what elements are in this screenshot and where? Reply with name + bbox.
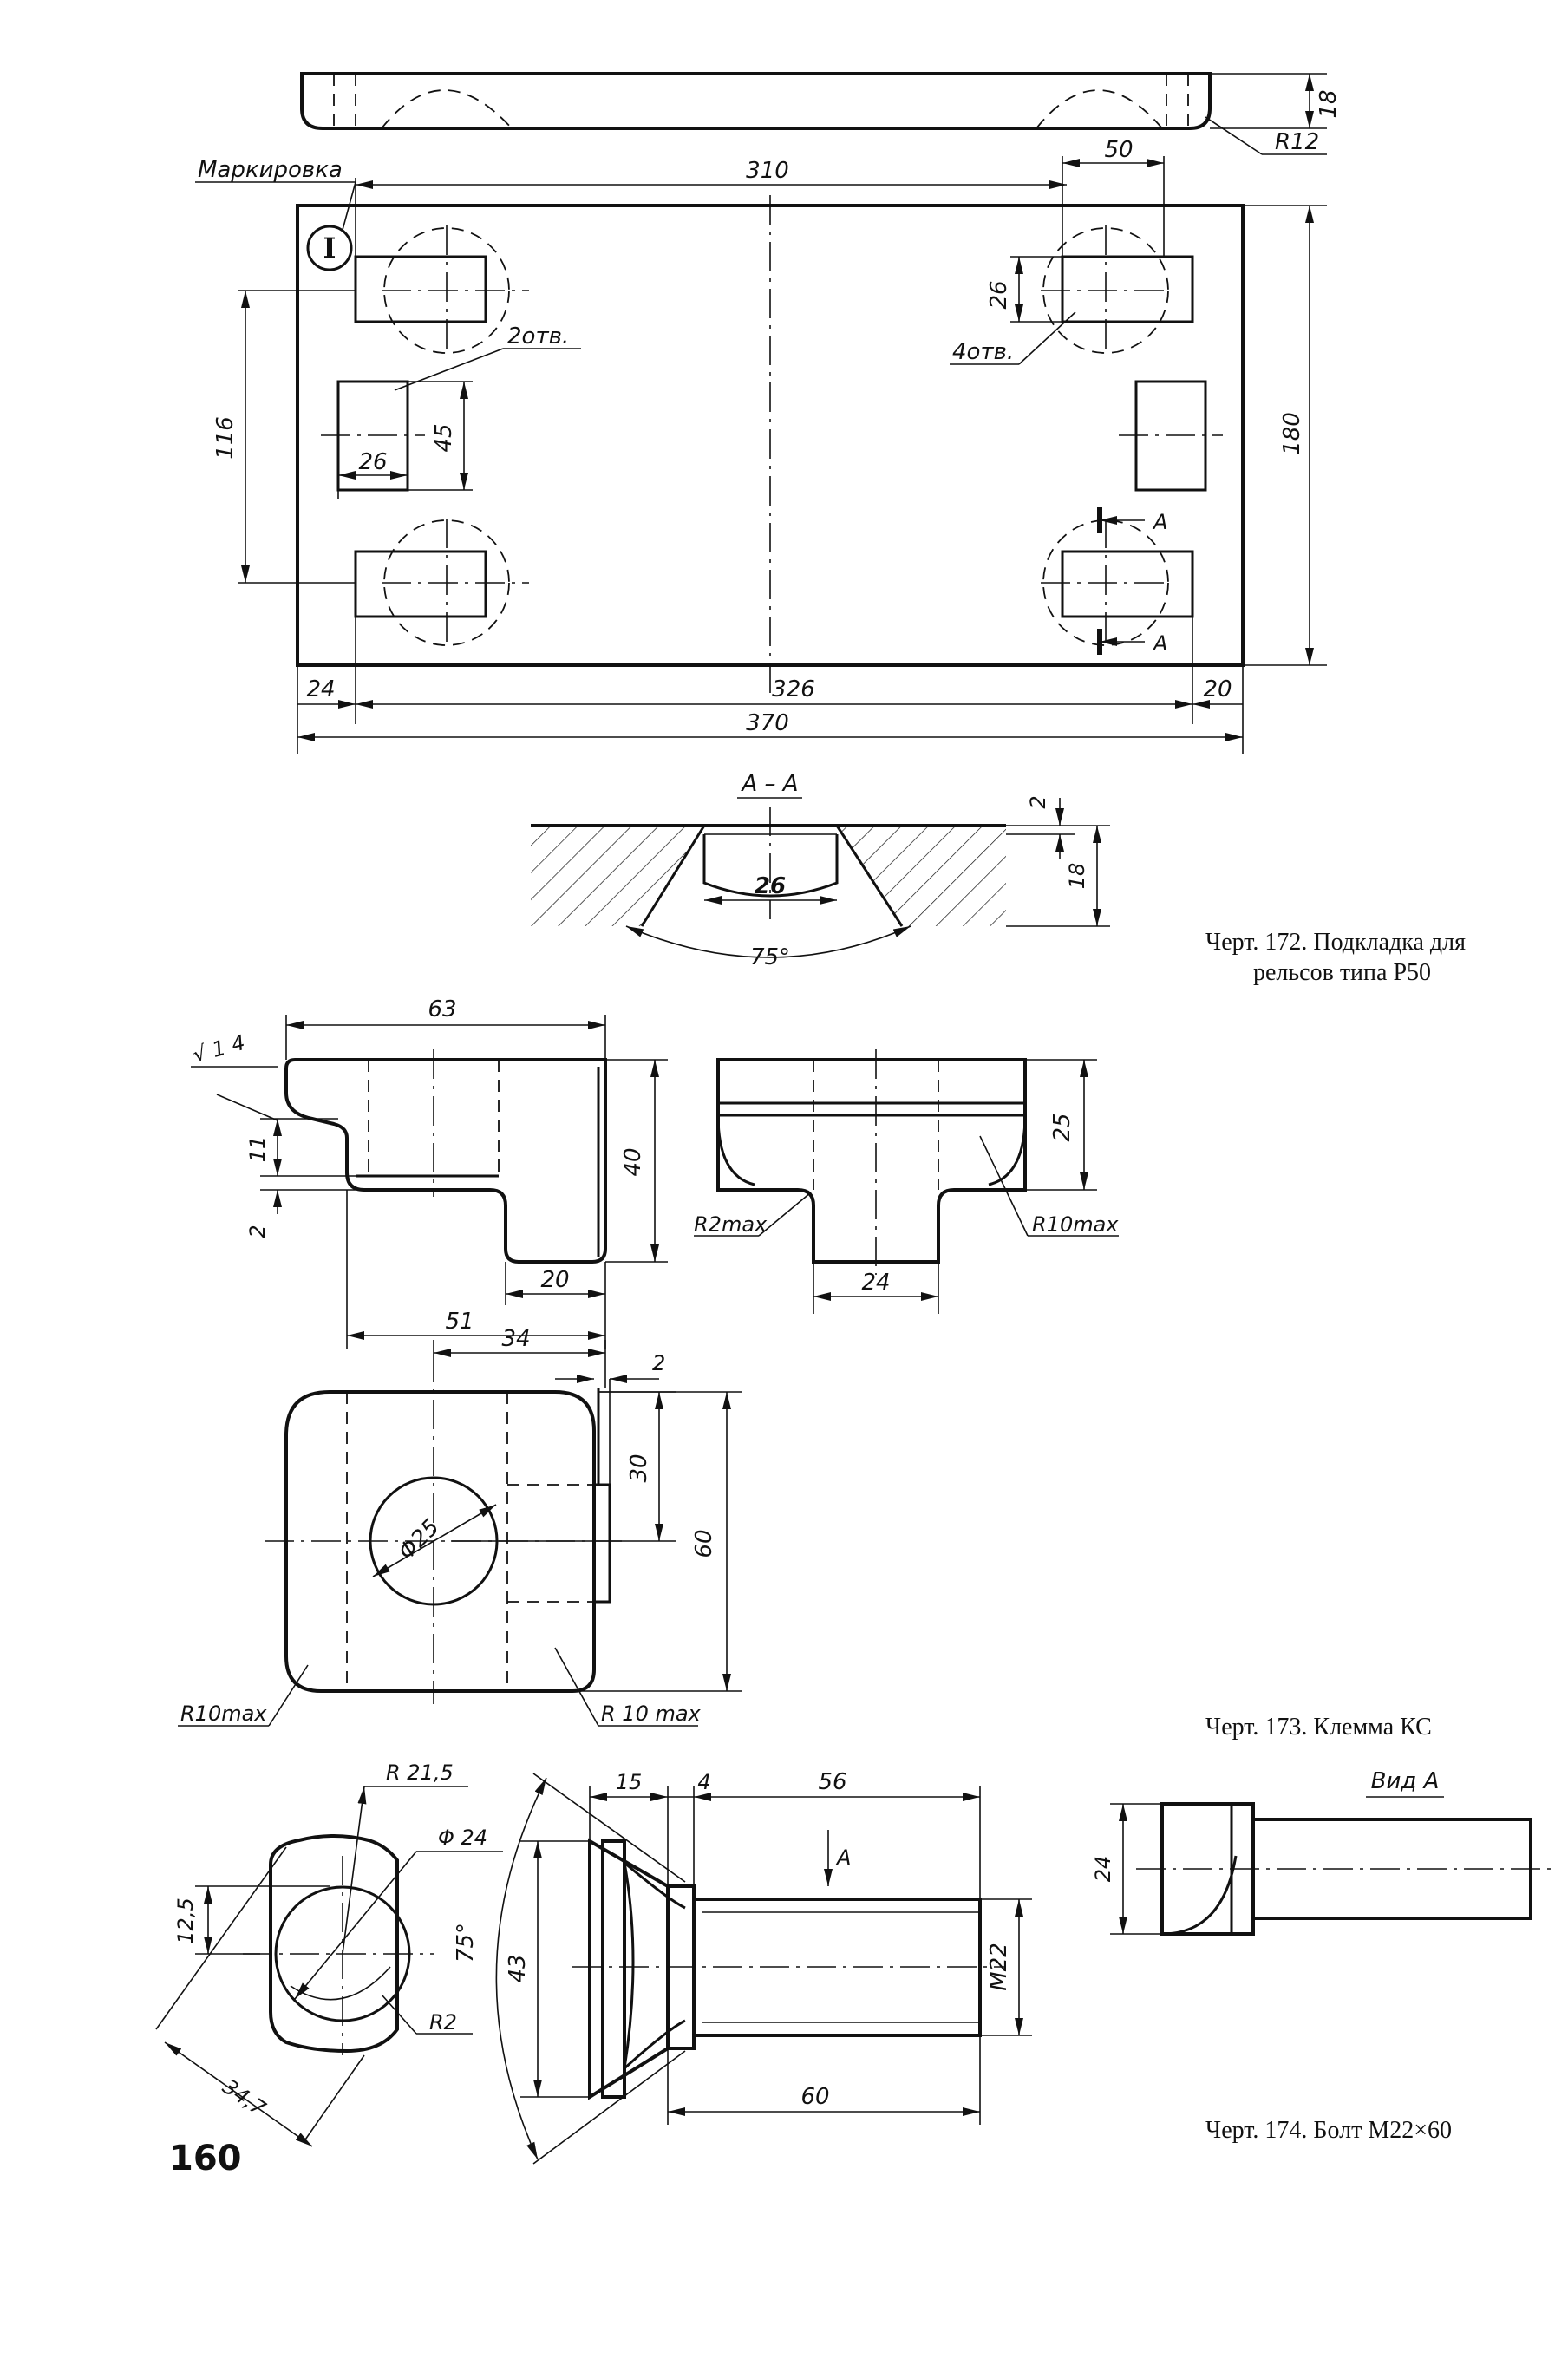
fig174-view-a: Вид А 24 [1091, 1768, 1552, 1936]
dim-r2max: R2max [694, 1212, 768, 1237]
dim-34: 34 [501, 1326, 530, 1352]
dim-75deg-head: 75° [453, 1923, 479, 1963]
caption-fig173: Черт. 173. Клемма КС [1205, 1714, 1432, 1741]
dim-34-7: 34,7 [219, 2074, 271, 2121]
roughness-mark: √ 1 4 [190, 1030, 247, 1068]
dim-phi25: Φ25 [394, 1514, 445, 1565]
caption-fig172-line1: Черт. 172. Подкладка для [1205, 929, 1466, 956]
dim-26-hole: 26 [986, 280, 1012, 309]
page-number: 160 [169, 2139, 242, 2178]
dim-60-plan: 60 [691, 1529, 717, 1558]
dim-2-front: 2 [245, 1225, 270, 1238]
dim-60-bolt: 60 [800, 2084, 829, 2110]
fig174-head-view: R 21,5 Φ 24 12,5 R2 34,7 [155, 1760, 503, 2147]
dim-50: 50 [1104, 137, 1133, 163]
dim-2-plan: 2 [652, 1351, 665, 1375]
section-dim-18: 18 [1065, 863, 1089, 890]
dim-4: 4 [697, 1770, 710, 1794]
section-arrow-top-label: А [1152, 510, 1167, 534]
dim-r21-5: R 21,5 [386, 1760, 454, 1785]
caption-fig172-line2: рельсов типа Р50 [1253, 959, 1431, 986]
dim-56: 56 [818, 1769, 846, 1795]
dim-26-width: 26 [358, 449, 387, 475]
fig174-bolt-side-view: А 75° 43 15 4 56 М22 60 [453, 1769, 1032, 2165]
fig172-plan-view: I Маркировка 310 50 26 4отв. 2отв. 116 [195, 137, 1327, 754]
dim-r12: R12 [1275, 129, 1319, 155]
label-2-holes: 2отв. [507, 323, 569, 349]
dim-40: 40 [620, 1147, 646, 1176]
dim-r10max-left: R10max [180, 1702, 267, 1726]
dim-12-5: 12,5 [173, 1898, 198, 1943]
dim-r10max-right: R 10 max [601, 1702, 702, 1726]
dim-63: 63 [428, 996, 456, 1022]
dim-30: 30 [626, 1453, 652, 1482]
dim-r2: R2 [429, 2010, 457, 2035]
dim-180: 180 [1279, 412, 1305, 455]
fig172-side-view: 18 R12 [300, 72, 1342, 155]
fig173-side-view: 25 R2max R10max 24 [694, 1049, 1119, 1314]
section-arrow-bottom-label: А [1152, 631, 1167, 656]
section-dim-2: 2 [1026, 795, 1050, 808]
dim-24-view-a: 24 [1091, 1856, 1115, 1883]
bolt-view-arrow-label: А [835, 1845, 851, 1870]
dim-phi24: Φ 24 [438, 1826, 487, 1850]
dim-370: 370 [746, 710, 789, 736]
dim-r10max-side: R10max [1032, 1212, 1119, 1237]
dim-m22: М22 [986, 1943, 1012, 1991]
dim-24: 24 [306, 676, 335, 702]
dim-18-thickness: 18 [1316, 89, 1342, 118]
dim-20-front: 20 [540, 1267, 569, 1293]
fig173-front-view: 63 √ 1 4 11 2 40 20 51 [190, 996, 668, 1349]
section-dim-75deg: 75° [750, 944, 790, 970]
dim-43: 43 [505, 1954, 531, 1982]
section-dim-26: 26 [755, 873, 786, 899]
dim-25: 25 [1049, 1113, 1075, 1141]
dim-45: 45 [431, 423, 457, 452]
dim-310: 310 [746, 158, 789, 184]
marking-symbol: I [323, 232, 336, 265]
label-marking: Маркировка [198, 157, 343, 183]
fig173-plan-view: Φ25 34 2 30 60 R10max R 10 max [178, 1326, 742, 1727]
label-4-holes: 4отв. [952, 339, 1014, 365]
dim-116: 116 [212, 416, 238, 460]
view-a-title: Вид А [1371, 1768, 1440, 1794]
dim-20: 20 [1203, 676, 1232, 702]
dim-15: 15 [616, 1770, 643, 1794]
dim-51: 51 [445, 1309, 474, 1335]
dim-326: 326 [772, 676, 815, 702]
dim-11: 11 [245, 1136, 270, 1163]
dim-24-side: 24 [861, 1270, 890, 1296]
fig172-section-aa: А – А 2 18 26 75° [531, 771, 1110, 970]
section-aa-title: А – А [740, 771, 798, 797]
caption-fig174: Черт. 174. Болт М22×60 [1205, 2117, 1452, 2144]
